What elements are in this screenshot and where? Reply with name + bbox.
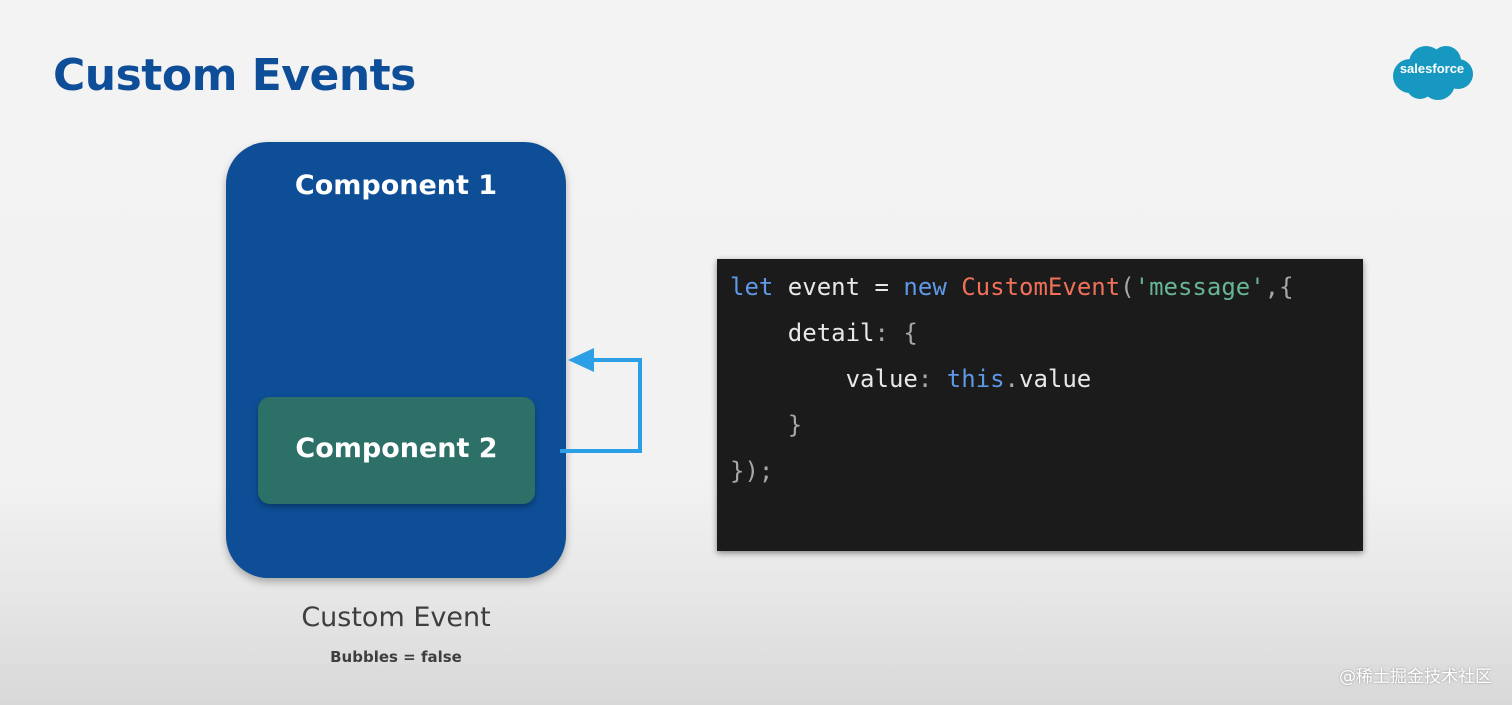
code-token: });	[730, 457, 774, 485]
code-token: ,{	[1264, 273, 1294, 301]
component-1-box: Component 1 Component 2	[226, 142, 566, 578]
code-token: this	[946, 365, 1005, 393]
code-token: 'message'	[1134, 273, 1265, 301]
code-line-3: value: this.value	[730, 364, 1092, 394]
code-token: :	[917, 365, 947, 393]
code-token: =	[874, 273, 889, 301]
code-token: :	[874, 319, 904, 347]
code-token: (	[1120, 273, 1135, 301]
bubbles-caption: Bubbles = false	[330, 648, 462, 666]
component-2-label: Component 2	[295, 433, 498, 464]
code-line-2: detail: {	[730, 318, 918, 348]
code-indent	[730, 411, 788, 439]
arrow-head-icon	[568, 348, 594, 372]
code-token: detail	[787, 319, 875, 347]
code-indent	[730, 319, 788, 347]
code-line-5: });	[730, 456, 773, 486]
component-1-label: Component 1	[294, 170, 498, 201]
salesforce-logo: salesforce	[1388, 40, 1476, 102]
code-token: let	[730, 273, 774, 301]
code-block: let event = new CustomEvent('message',{ …	[717, 259, 1363, 551]
logo-text: salesforce	[1399, 61, 1465, 76]
watermark: @稀土掘金技术社区	[1339, 667, 1492, 687]
cloud-icon	[1393, 46, 1473, 100]
event-arrow-line	[560, 358, 642, 453]
code-token: {	[903, 319, 918, 347]
slide-title: Custom Events	[53, 50, 416, 101]
code-token: event	[773, 273, 875, 301]
component-2-box: Component 2	[258, 397, 535, 504]
code-token: .	[1004, 365, 1019, 393]
custom-event-caption: Custom Event	[301, 602, 491, 633]
code-token: value	[1019, 365, 1092, 393]
code-token: new	[888, 273, 962, 301]
code-indent	[730, 365, 846, 393]
code-line-1: let event = new CustomEvent('message',{	[730, 272, 1294, 302]
code-token: CustomEvent	[961, 273, 1121, 301]
code-token: value	[845, 365, 918, 393]
event-arrow	[560, 348, 642, 453]
code-token: }	[787, 411, 803, 439]
code-line-4: }	[730, 410, 802, 440]
